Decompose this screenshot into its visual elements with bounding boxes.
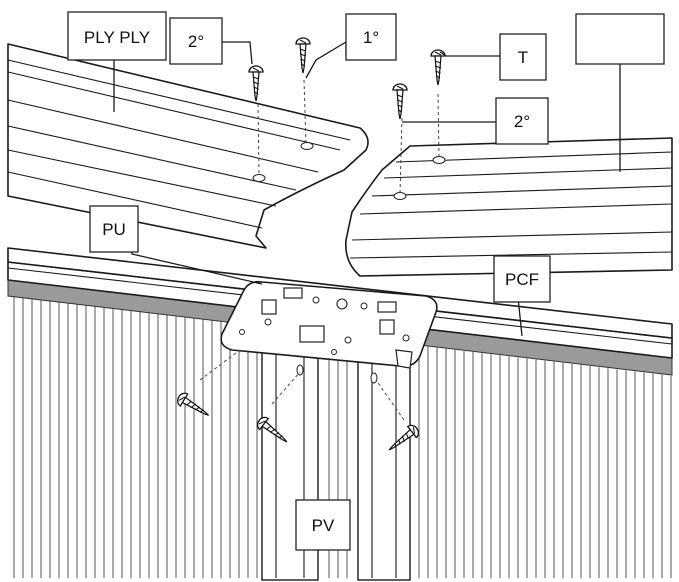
label-pcf: PCF [493,255,551,303]
screw-guides [199,79,440,421]
label-t: T [499,33,547,81]
label-pu: PU [89,205,139,253]
right-top-ledge [344,137,673,277]
label-pv: PV [295,499,351,551]
screw-icon [256,416,288,443]
vertical-post [261,334,411,581]
label-second-top: 2° [169,17,223,65]
screw-icon [248,65,264,102]
label-first-text: 1° [363,28,379,47]
left-top-ledge [7,43,369,249]
label-ply: PLY PLY [67,11,167,61]
label-pu-text: PU [102,220,126,239]
label-second-right-text: 2° [514,112,530,131]
screw-icon [430,49,446,86]
label-ply-text: PLY PLY [84,28,150,47]
screw-icon [177,392,210,416]
label-pv-text: PV [312,516,335,535]
label-blank [575,13,665,65]
label-second-right: 2° [495,97,549,145]
screw-icon [388,424,420,451]
connector-plate [220,280,438,369]
screw-icon [295,37,311,74]
label-second-top-text: 2° [188,32,204,51]
label-first: 1° [345,13,397,61]
label-pcf-text: PCF [505,270,539,289]
screws [177,37,446,451]
screw-icon [392,83,408,120]
label-t-text: T [518,48,528,67]
